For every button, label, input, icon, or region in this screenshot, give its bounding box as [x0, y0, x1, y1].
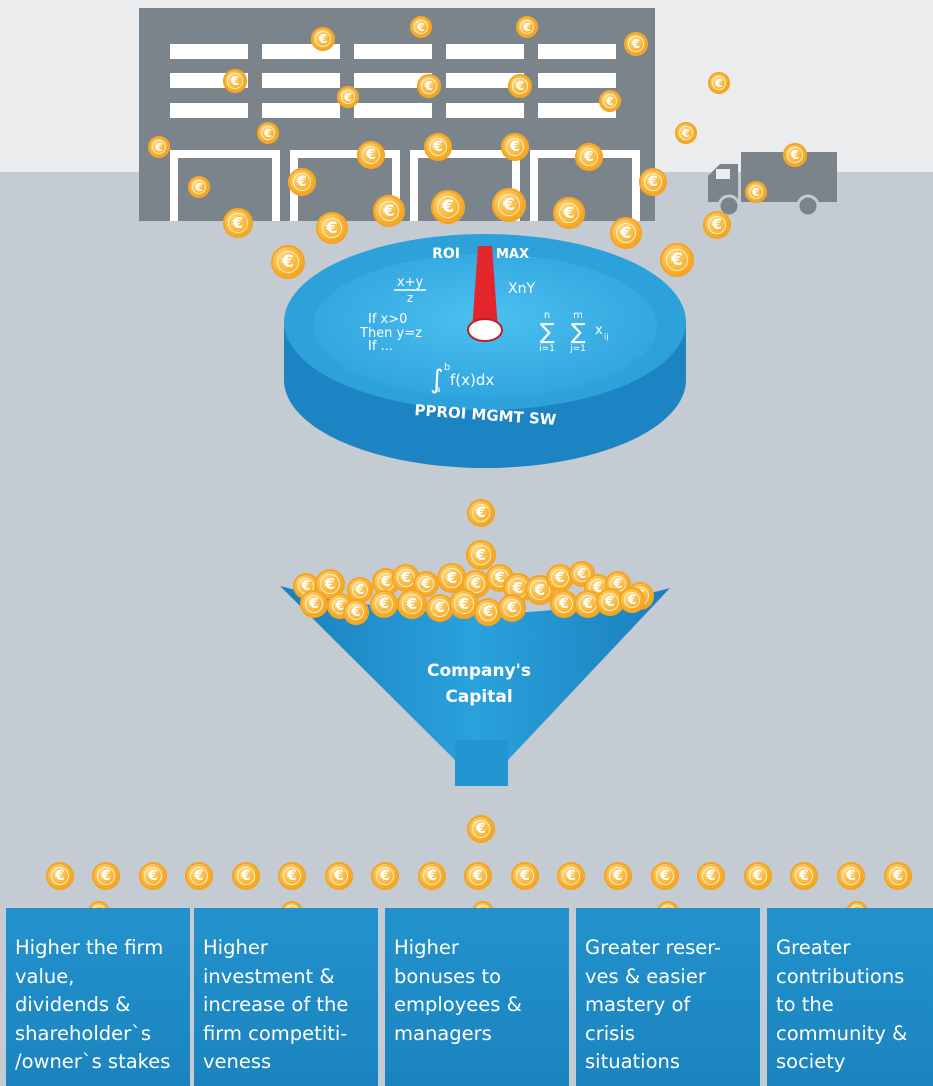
formula-fraction-denominator: z [407, 291, 413, 305]
formula-condition-line3: If ... [368, 339, 393, 354]
funnel-body [280, 586, 670, 786]
formula-sum-term: x [595, 323, 603, 338]
outcome-box-investment: Higher investment & increase of the firm… [194, 908, 378, 1086]
funnel-label-line2: Capital [445, 687, 512, 707]
dial-max-label: MAX [496, 247, 529, 262]
sum-symbol-1: ∑ [540, 320, 555, 345]
formula-condition-line2: Then y=z [359, 326, 422, 341]
integral-symbol: ∫ [430, 365, 444, 395]
formula-sum-upper-2: m [573, 310, 583, 321]
formula-condition-line1: If x>0 [368, 312, 407, 327]
formula-integral-body: f(x)dx [450, 371, 494, 389]
formula-sum-upper-1: n [544, 310, 550, 321]
outcome-box-bonuses: Higher bonuses to employees & managers [385, 908, 569, 1086]
warehouse-icon [139, 8, 655, 221]
funnel-icon: Company's Capital [280, 586, 670, 786]
funnel-spout [455, 740, 508, 786]
dial-gauge-icon: ROI MAX x+y z XnY If x>0 Then y=z If ...… [284, 234, 686, 468]
formula-integral-lower: a [435, 385, 441, 395]
formula-intersection: XnY [508, 281, 535, 297]
sum-symbol-2: ∑ [571, 320, 586, 345]
funnel-label-line1: Company's [427, 661, 531, 681]
formula-sum-lower-2: j=1 [569, 344, 586, 354]
dial-roi-label: ROI [432, 246, 460, 262]
outcome-box-reserves: Greater reser- ves & easier mastery of c… [576, 908, 760, 1086]
outcome-box-community: Greater contributions to the community &… [767, 908, 933, 1086]
dial-hub [467, 318, 503, 342]
formula-sum-subscript: ij [604, 332, 608, 341]
outcome-box-firm-value: Higher the firm value, dividends & share… [6, 908, 190, 1086]
formula-fraction-numerator: x+y [397, 275, 424, 290]
formula-sum-lower-1: i=1 [539, 344, 555, 354]
dial-pointer [472, 246, 498, 330]
formula-integral-upper: b [444, 362, 450, 373]
